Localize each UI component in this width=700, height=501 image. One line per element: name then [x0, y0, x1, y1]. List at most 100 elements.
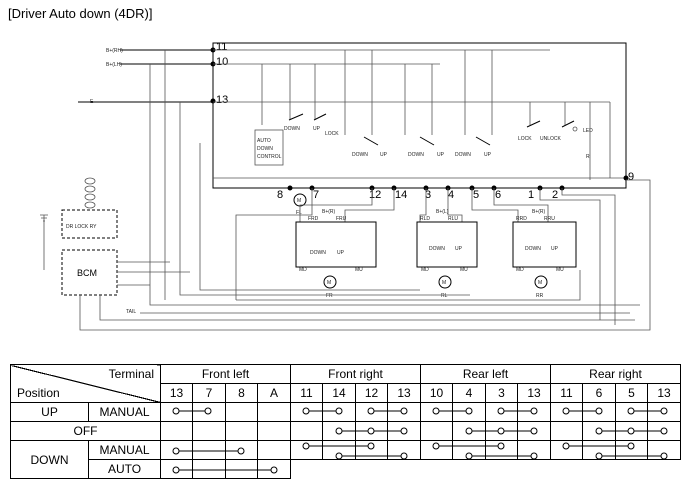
rru-label: RRU — [544, 216, 555, 222]
terminal-cell: 13 — [387, 383, 421, 403]
control-label: CONTROL — [257, 154, 282, 160]
motor-symbol: M — [442, 280, 446, 286]
group-rear-right: Rear right — [550, 364, 681, 384]
continuity-cell — [647, 421, 681, 441]
rl-bplus-label: B+(L) — [436, 209, 449, 215]
continuity-cell — [322, 402, 356, 422]
fr-up-label: UP — [337, 250, 345, 256]
rr-md-label: MD — [516, 267, 524, 273]
continuity-cell — [192, 421, 226, 441]
terminal-10-label: 10 — [216, 56, 228, 68]
continuity-cell — [615, 402, 648, 422]
fru-label: FRU — [336, 216, 347, 222]
continuity-cell — [290, 421, 323, 441]
b-rh-label: B+(RH) — [106, 48, 123, 54]
continuity-cell — [615, 421, 648, 441]
terminal-cell: 7 — [192, 383, 226, 403]
continuity-cell — [452, 402, 486, 422]
continuity-cell — [257, 459, 291, 479]
motor-symbol: M — [538, 280, 542, 286]
continuity-cell — [517, 402, 551, 422]
continuity-cell — [485, 421, 518, 441]
continuity-cell — [647, 402, 681, 422]
continuity-cell — [485, 402, 518, 422]
position-header: Position — [17, 386, 60, 400]
continuity-cell — [517, 421, 551, 441]
position-down: DOWN — [10, 440, 89, 479]
continuity-cell — [582, 440, 616, 460]
continuity-cell — [257, 402, 291, 422]
auto-label: AUTO — [257, 138, 271, 144]
fr-down-label: DOWN — [310, 250, 326, 256]
motor-symbol: M — [297, 198, 301, 204]
continuity-cell — [322, 421, 356, 441]
continuity-cell — [225, 402, 258, 422]
continuity-cell — [257, 421, 291, 441]
terminal-header: Terminal — [108, 367, 154, 381]
continuity-cell — [582, 421, 616, 441]
continuity-cell — [420, 402, 453, 422]
terminal-1-label: 1 — [528, 189, 534, 201]
terminal-2-label: 2 — [552, 189, 558, 201]
fr-bplus-label: B+(R) — [322, 209, 336, 215]
terminal-cell: 14 — [322, 383, 356, 403]
continuity-cell — [355, 421, 388, 441]
continuity-cell — [387, 440, 421, 460]
driver-switch-enclosure — [212, 42, 627, 189]
continuity-cell — [160, 440, 193, 460]
switch-up-label: UP — [380, 152, 388, 158]
terminal-cell: 13 — [160, 383, 193, 403]
terminal-12-label: 12 — [369, 189, 381, 201]
terminal-cell: 6 — [582, 383, 616, 403]
rl-mu-label: MU — [460, 267, 468, 273]
terminal-cell: 3 — [485, 383, 518, 403]
group-rear-left: Rear left — [420, 364, 551, 384]
terminal-5-label: 5 — [473, 189, 479, 201]
terminal-cell: A — [257, 383, 291, 403]
front-right-motor-label: FR — [326, 293, 333, 299]
continuity-cell — [257, 440, 291, 460]
rr-down-label: DOWN — [525, 246, 541, 252]
continuity-cell — [160, 421, 193, 441]
terminal-cell: 13 — [517, 383, 551, 403]
dr-lock-relay-label: DR LOCK RY — [66, 224, 97, 230]
bcm-box — [61, 249, 118, 296]
terminal-13-label: 13 — [216, 94, 228, 106]
continuity-cell — [160, 459, 193, 479]
front-left-up-label: UP — [313, 126, 321, 132]
terminal-cell: 8 — [225, 383, 258, 403]
continuity-cell — [550, 421, 583, 441]
front-left-down-label: DOWN — [284, 126, 300, 132]
continuity-cell — [647, 440, 681, 460]
rl-md-label: MD — [421, 267, 429, 273]
continuity-cell — [517, 440, 551, 460]
rear-left-motor-label: RL — [441, 293, 448, 299]
continuity-cell — [225, 440, 258, 460]
continuity-cell — [387, 421, 421, 441]
terminal-cell: 10 — [420, 383, 453, 403]
continuity-cell — [192, 440, 226, 460]
terminal-8-label: 8 — [277, 189, 283, 201]
table-corner-cell: Terminal Position — [10, 364, 161, 403]
terminal-cell: 13 — [647, 383, 681, 403]
rr-up-label: UP — [551, 246, 559, 252]
continuity-cell — [550, 402, 583, 422]
mode-manual: MANUAL — [88, 440, 161, 460]
switch-down-label: DOWN — [352, 152, 368, 158]
terminal-node — [210, 98, 216, 104]
terminal-3-label: 3 — [425, 189, 431, 201]
continuity-cell — [322, 440, 356, 460]
continuity-cell — [355, 402, 388, 422]
continuity-cell — [387, 402, 421, 422]
group-front-left: Front left — [160, 364, 291, 384]
lock-label: LOCK — [518, 136, 532, 142]
position-up: UP — [10, 402, 89, 422]
rr-mu-label: MU — [556, 267, 564, 273]
continuity-cell — [615, 440, 648, 460]
continuity-cell — [225, 459, 258, 479]
fr-mu-label: MU — [355, 267, 363, 273]
front-right-module — [295, 221, 377, 268]
terminal-11-label: 11 — [216, 41, 227, 53]
rear-left-module — [416, 221, 478, 268]
switch-down-label: DOWN — [455, 152, 471, 158]
